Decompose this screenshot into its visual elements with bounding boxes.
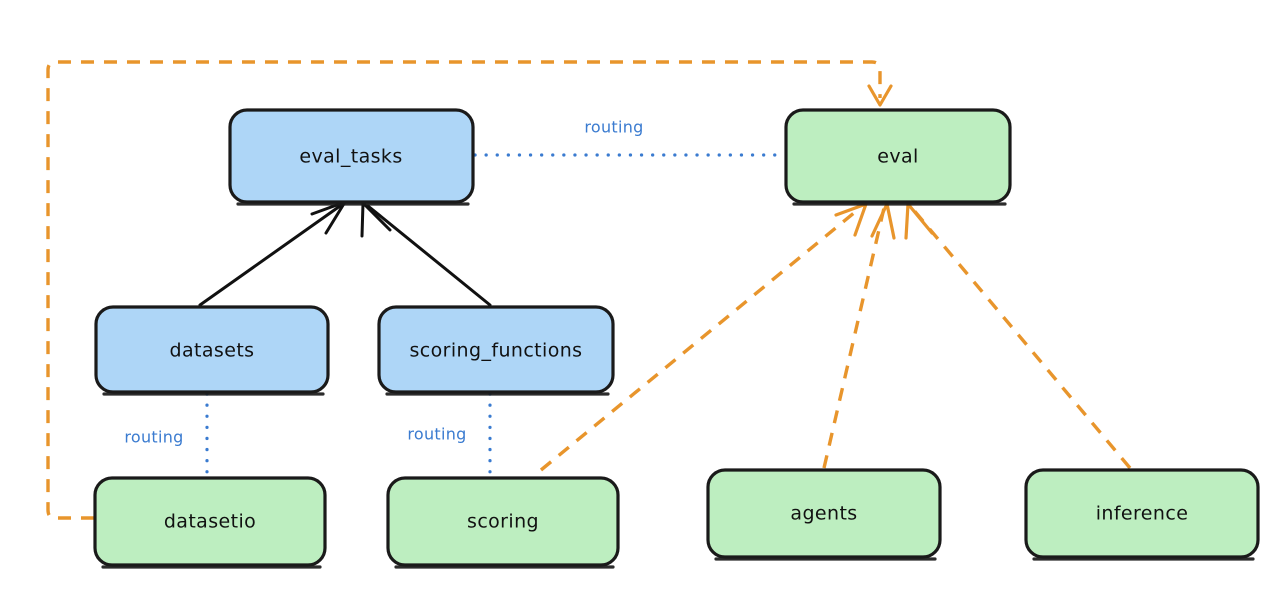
- node-datasets-shape[interactable]: [94, 305, 330, 394]
- node-eval[interactable]: eval: [784, 108, 1012, 206]
- edge-datasetio-to-eval: [46, 60, 893, 520]
- node-inference[interactable]: inference: [1024, 468, 1260, 561]
- node-agents-shape[interactable]: [706, 468, 942, 559]
- node-scoring_functions-shape[interactable]: [377, 305, 615, 394]
- node-datasets-label: datasets: [170, 340, 255, 362]
- node-agents-label: agents: [790, 503, 857, 525]
- node-agents[interactable]: agents: [706, 468, 942, 561]
- node-scoring_functions-label: scoring_functions: [410, 340, 583, 362]
- edge-label-routing-datasetio: routing: [124, 428, 183, 447]
- edge-label-routing-eval: routing: [584, 118, 643, 137]
- edge-datasets-to-eval_tasks: [198, 200, 347, 307]
- node-inference-shape[interactable]: [1024, 468, 1260, 559]
- node-scoring-label: scoring: [467, 511, 539, 533]
- node-inference-label: inference: [1096, 503, 1189, 525]
- node-eval-label: eval: [877, 146, 918, 168]
- node-datasetio[interactable]: datasetio: [93, 476, 327, 569]
- edge-agents-to-eval: [822, 202, 896, 469]
- node-eval_tasks[interactable]: eval_tasks: [228, 108, 475, 206]
- node-eval_tasks-label: eval_tasks: [299, 146, 402, 168]
- node-datasetio-shape[interactable]: [93, 476, 327, 567]
- node-datasetio-label: datasetio: [164, 511, 256, 533]
- edge-labels-layer: routing routing routing: [124, 118, 643, 447]
- node-scoring_functions[interactable]: scoring_functions: [377, 305, 615, 396]
- edge-label-routing-scoring: routing: [407, 425, 466, 444]
- node-scoring-shape[interactable]: [386, 476, 620, 567]
- node-scoring[interactable]: scoring: [386, 476, 620, 569]
- edge-inference-to-eval: [904, 202, 1132, 470]
- node-eval_tasks-shape[interactable]: [228, 108, 475, 204]
- nodes-layer: eval_tasks eval datasets scoring_functio…: [93, 108, 1260, 569]
- node-datasets[interactable]: datasets: [94, 305, 330, 396]
- edge-scoring_functions-to-eval_tasks: [360, 201, 492, 307]
- node-eval-shape[interactable]: [784, 108, 1012, 204]
